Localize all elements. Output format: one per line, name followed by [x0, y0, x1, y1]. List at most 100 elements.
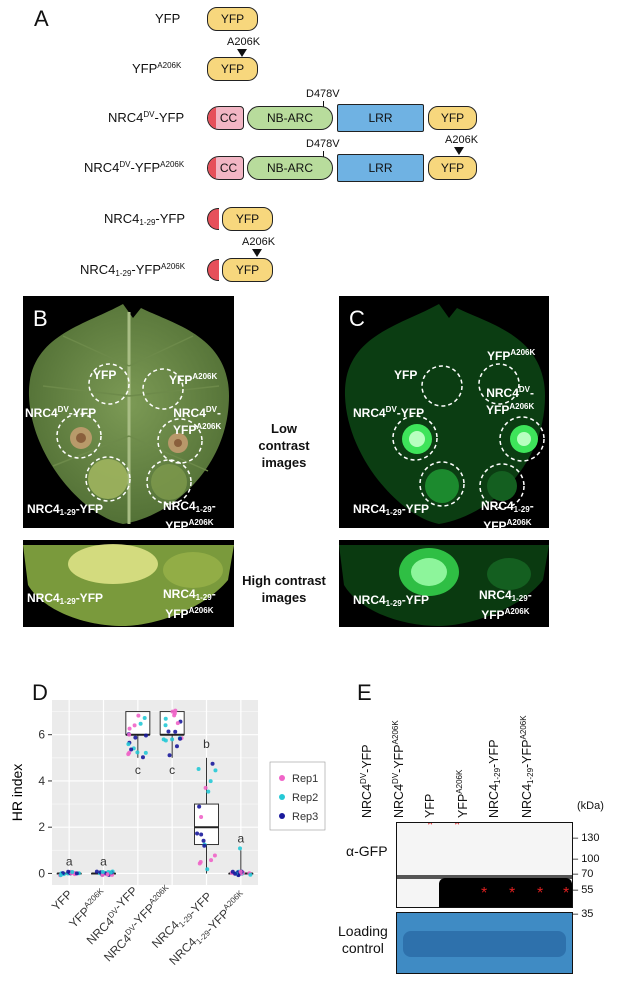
- data-point: [66, 869, 71, 874]
- leaf-label-nrc4-1-29-yfp: NRC41-29-YFP: [27, 502, 104, 518]
- lane-label: NRC41-29-YFP: [487, 739, 502, 818]
- data-point: [129, 747, 134, 752]
- leaf-illustration: [339, 545, 549, 626]
- data-point: [238, 869, 243, 874]
- mutation-arrow-icon: [237, 49, 247, 57]
- band-asterisk: *: [563, 885, 570, 902]
- data-point: [166, 729, 171, 734]
- data-point: [203, 785, 208, 790]
- mutation-arrow-icon: [454, 147, 464, 155]
- mutation-label-a206k: A206K: [227, 36, 261, 48]
- mutation-tick: [323, 151, 324, 157]
- data-point: [143, 733, 148, 738]
- western-blot-gfp: * * * * * *: [396, 822, 573, 908]
- kda-label: (kDa): [577, 800, 604, 812]
- panel-a-letter: A: [34, 6, 49, 31]
- yfp-domain: YFP: [222, 258, 273, 282]
- cc-domain: CC: [207, 156, 244, 180]
- data-point: [100, 869, 105, 874]
- nb-arc-domain: NB-ARC: [247, 106, 333, 130]
- band-asterisk: *: [509, 885, 516, 902]
- data-point: [230, 869, 235, 874]
- blot-band: [397, 875, 572, 879]
- data-point: [127, 726, 132, 731]
- data-point: [105, 872, 110, 877]
- band-asterisk: *: [454, 822, 461, 834]
- size-marker: – 35: [572, 908, 594, 920]
- data-point: [142, 715, 147, 720]
- size-marker: – 130: [572, 832, 600, 844]
- cc-domain: CC: [207, 106, 244, 130]
- box: [194, 803, 219, 846]
- data-point: [143, 750, 148, 755]
- data-point: [174, 744, 179, 749]
- legend-box: [269, 761, 326, 831]
- yfp-domain: YFP: [428, 106, 477, 130]
- data-point: [170, 737, 175, 742]
- leaf-label-nrc4dv-yfp: NRC4DV-YFP: [353, 405, 425, 420]
- data-point: [208, 779, 213, 784]
- data-point: [196, 766, 201, 771]
- leaf-label-yfp: YFP: [93, 368, 117, 382]
- band-asterisk: *: [427, 822, 434, 834]
- legend-label: Rep2: [292, 792, 318, 804]
- data-point: [127, 750, 132, 755]
- cc-fragment-domain: [207, 208, 219, 230]
- lrr-domain: LRR: [337, 154, 424, 182]
- leaf-label-nrc4dv-yfp: NRC4DV-YFP: [25, 405, 97, 420]
- panel-e-letter: E: [357, 680, 372, 705]
- data-point: [198, 860, 203, 865]
- mutation-label-a206k: A206K: [445, 134, 479, 146]
- yfp-domain: YFP: [207, 57, 258, 81]
- size-marker: – 100: [572, 853, 600, 865]
- data-point: [136, 713, 141, 718]
- mutation-tick: [323, 101, 324, 107]
- data-point: [140, 755, 145, 760]
- leaf-label-nrc4-1-29-yfp: NRC41-29-YFP: [27, 591, 104, 607]
- leaf-label-nrc4-1-29-yfp-a206k: NRC41-29-YFPA206K: [481, 499, 534, 533]
- data-point: [209, 858, 214, 863]
- mutation-label-d478v: D478V: [306, 138, 340, 150]
- data-point: [163, 723, 168, 728]
- data-point: [238, 846, 243, 851]
- data-point: [210, 761, 215, 766]
- lrr-domain: LRR: [337, 104, 424, 132]
- yfp-domain: YFP: [207, 7, 258, 31]
- significance-letter: c: [135, 763, 141, 777]
- data-point: [205, 867, 210, 872]
- significance-letter: a: [237, 831, 244, 845]
- data-point: [138, 721, 143, 726]
- y-tick-label: 4: [38, 774, 45, 788]
- data-point: [206, 789, 211, 794]
- yfp-domain: YFP: [428, 156, 477, 180]
- data-point: [135, 750, 140, 755]
- leaf-photo-high-contrast: NRC41-29-YFP NRC41-29-YFPA206K: [23, 540, 234, 627]
- band-asterisk: *: [537, 885, 544, 902]
- nb-arc-domain: NB-ARC: [247, 156, 333, 180]
- leaf-label-nrc4-1-29-yfp-a206k: NRC41-29-YFPA206K: [479, 588, 532, 622]
- data-point: [172, 713, 177, 718]
- legend-swatch: [279, 794, 285, 800]
- data-point: [212, 853, 217, 858]
- leaf-illustration: [28, 304, 229, 524]
- data-point: [199, 815, 204, 820]
- significance-letter: b: [203, 737, 210, 751]
- size-marker: – 55: [572, 884, 594, 896]
- y-tick-label: 2: [38, 820, 45, 834]
- leaf-fluorescence-low-contrast: C YFP YFPA206K NRC4DV-YFP NRC4DV-YFPA206…: [339, 296, 549, 533]
- construct-label-yfp-a206k: YFPA206K: [132, 61, 182, 76]
- leaf-label-nrc4-1-29-yfp: NRC41-29-YFP: [353, 593, 430, 609]
- data-point: [70, 869, 75, 874]
- lane-label: NRC4DV-YFPA206K: [391, 720, 406, 818]
- leaf-label-nrc4-1-29-yfp: NRC41-29-YFP: [353, 502, 430, 518]
- data-point: [175, 721, 180, 726]
- antibody-label: α-GFP: [346, 843, 388, 859]
- legend-swatch: [279, 775, 285, 781]
- leaf-illustration: [23, 544, 234, 626]
- plot-background: [52, 700, 258, 885]
- yfp-domain: YFP: [222, 207, 273, 231]
